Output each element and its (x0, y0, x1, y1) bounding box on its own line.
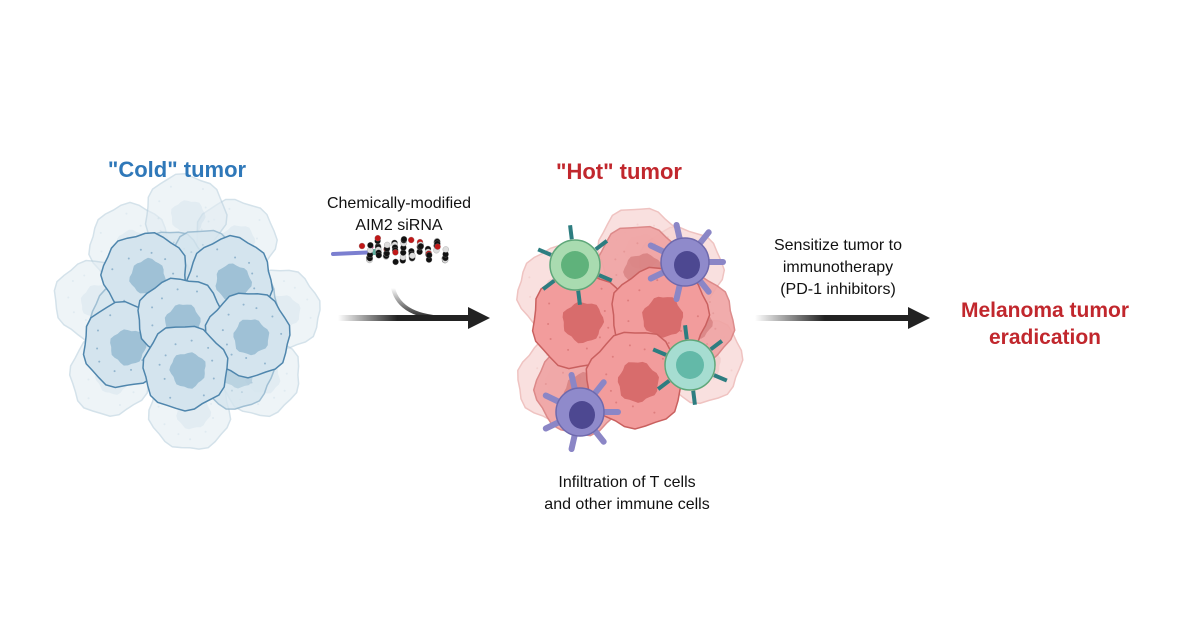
sirna-label-line1: Chemically-modified (326, 195, 472, 212)
infiltration-label-line1: Infiltration of T cells (558, 474, 696, 491)
arrow-immunotherapy (755, 307, 930, 329)
atom (367, 242, 374, 249)
curve-arrow-connector (391, 287, 451, 320)
atom (409, 252, 416, 259)
atom (384, 241, 391, 249)
infiltration-label: Infiltration of T cells and other immune… (544, 472, 709, 516)
atom (374, 235, 381, 242)
hot-tumor-illustration (516, 207, 744, 453)
atom (375, 252, 382, 259)
dendritic-cell (647, 221, 726, 303)
atom (426, 252, 433, 259)
hot-tumor-title: "Hot" tumor (556, 159, 682, 184)
t-cell (537, 225, 613, 305)
tumor-cell (142, 325, 229, 412)
atom (358, 242, 366, 250)
sirna-molecule-icon (331, 235, 449, 266)
cold-tumor-title: "Cold" tumor (107, 157, 247, 182)
immunotherapy-label-line3: (PD-1 inhibitors) (780, 281, 896, 298)
immunotherapy-label-line1: Sensitize tumor to (773, 237, 903, 254)
tumor-cell (585, 331, 684, 430)
outcome-label-line1: Melanoma tumor (960, 299, 1130, 322)
dendritic-cell (542, 371, 621, 453)
atom (408, 236, 415, 244)
atom (417, 243, 424, 250)
sirna-label-line2: AIM2 siRNA (355, 217, 443, 234)
outcome-label: Melanoma tumor eradication (961, 297, 1129, 351)
atom (442, 246, 449, 253)
t-cell (652, 325, 728, 405)
atom (392, 249, 399, 256)
arrow-siRNA (338, 307, 490, 329)
immunotherapy-label-line2: immunotherapy (782, 259, 894, 276)
atom (400, 236, 408, 243)
sirna-label: Chemically-modified AIM2 siRNA (327, 193, 471, 237)
outcome-label-line2: eradication (988, 326, 1102, 349)
infiltration-label-line2: and other immune cells (544, 496, 710, 513)
atom (392, 258, 399, 266)
immunotherapy-label: Sensitize tumor to immunotherapy (PD-1 i… (774, 235, 902, 301)
atom (434, 243, 441, 250)
cold-tumor-illustration (53, 172, 321, 450)
